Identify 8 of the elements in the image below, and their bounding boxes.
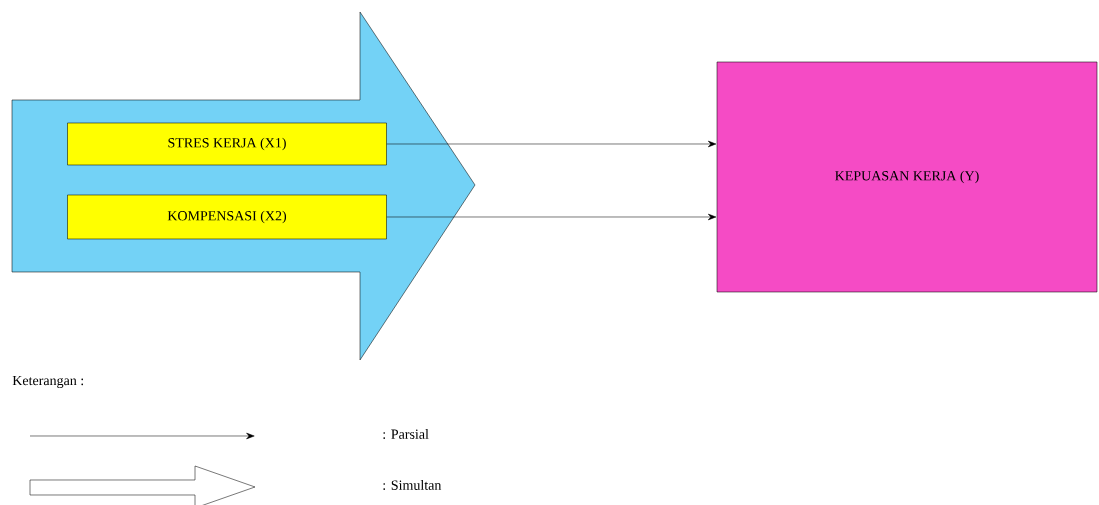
legend-text: : Simultan — [383, 480, 442, 490]
arrow — [386, 140, 717, 148]
legend-text: : Parsial — [383, 429, 429, 439]
legend-heading: Keterangan : — [12, 375, 84, 389]
variable-box: KEPUASAN KERJA (Y) — [716, 61, 1098, 293]
variable-box: KOMPENSASI (X2) — [67, 194, 387, 240]
arrow — [386, 213, 717, 221]
variable-box: STRES KERJA (X1) — [67, 122, 387, 166]
